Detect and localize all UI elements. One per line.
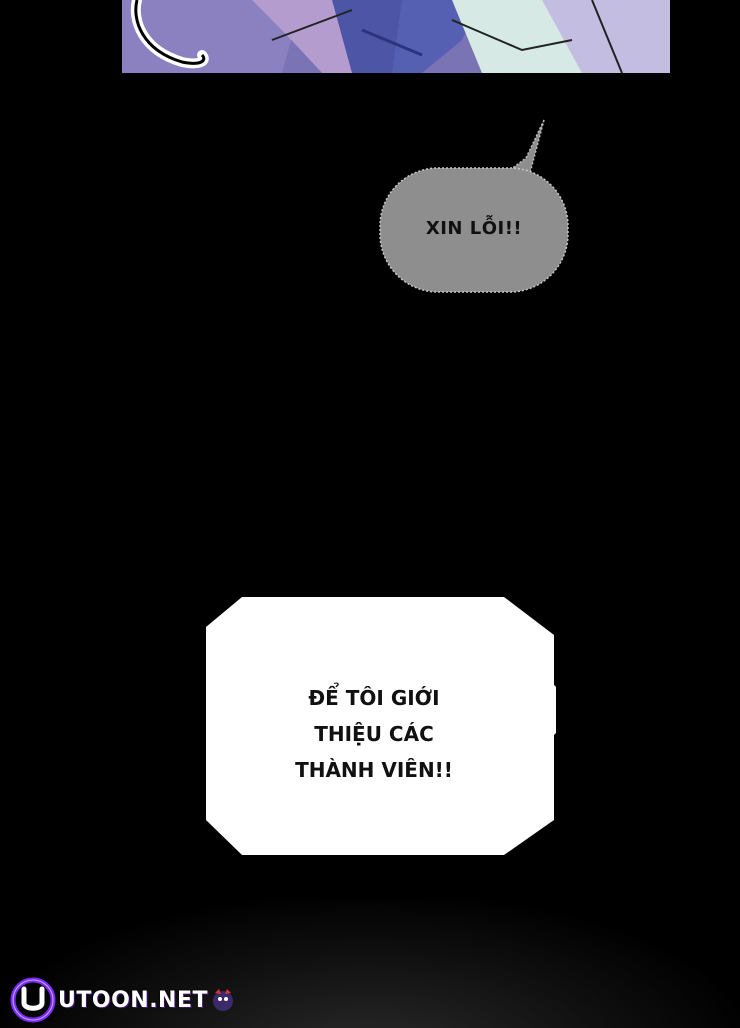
watermark-text: UTOON.NET xyxy=(58,987,208,1013)
speech-line-1: ĐỂ TÔI GIỚI xyxy=(308,686,440,710)
speech-bubble-box-text: ĐỂ TÔI GIỚI THIỆU CÁC THÀNH VIÊN!! xyxy=(204,680,544,788)
speech-bubble-box xyxy=(206,597,556,855)
mascot-icon xyxy=(213,989,233,1011)
speech-bubble-round-text: XIN LỖI!! xyxy=(425,218,523,239)
speech-bubble-tail xyxy=(503,119,545,174)
speech-line-3: THÀNH VIÊN!! xyxy=(295,758,453,782)
utoon-logo-icon xyxy=(10,977,56,1023)
artwork-illustration xyxy=(122,0,670,73)
top-artwork-panel xyxy=(122,0,670,73)
speech-bubble-round xyxy=(379,167,569,293)
bottom-shadow xyxy=(0,900,740,1028)
watermark-logo: UTOON.NET xyxy=(10,976,236,1024)
speech-line-2: THIỆU CÁC xyxy=(314,722,434,746)
